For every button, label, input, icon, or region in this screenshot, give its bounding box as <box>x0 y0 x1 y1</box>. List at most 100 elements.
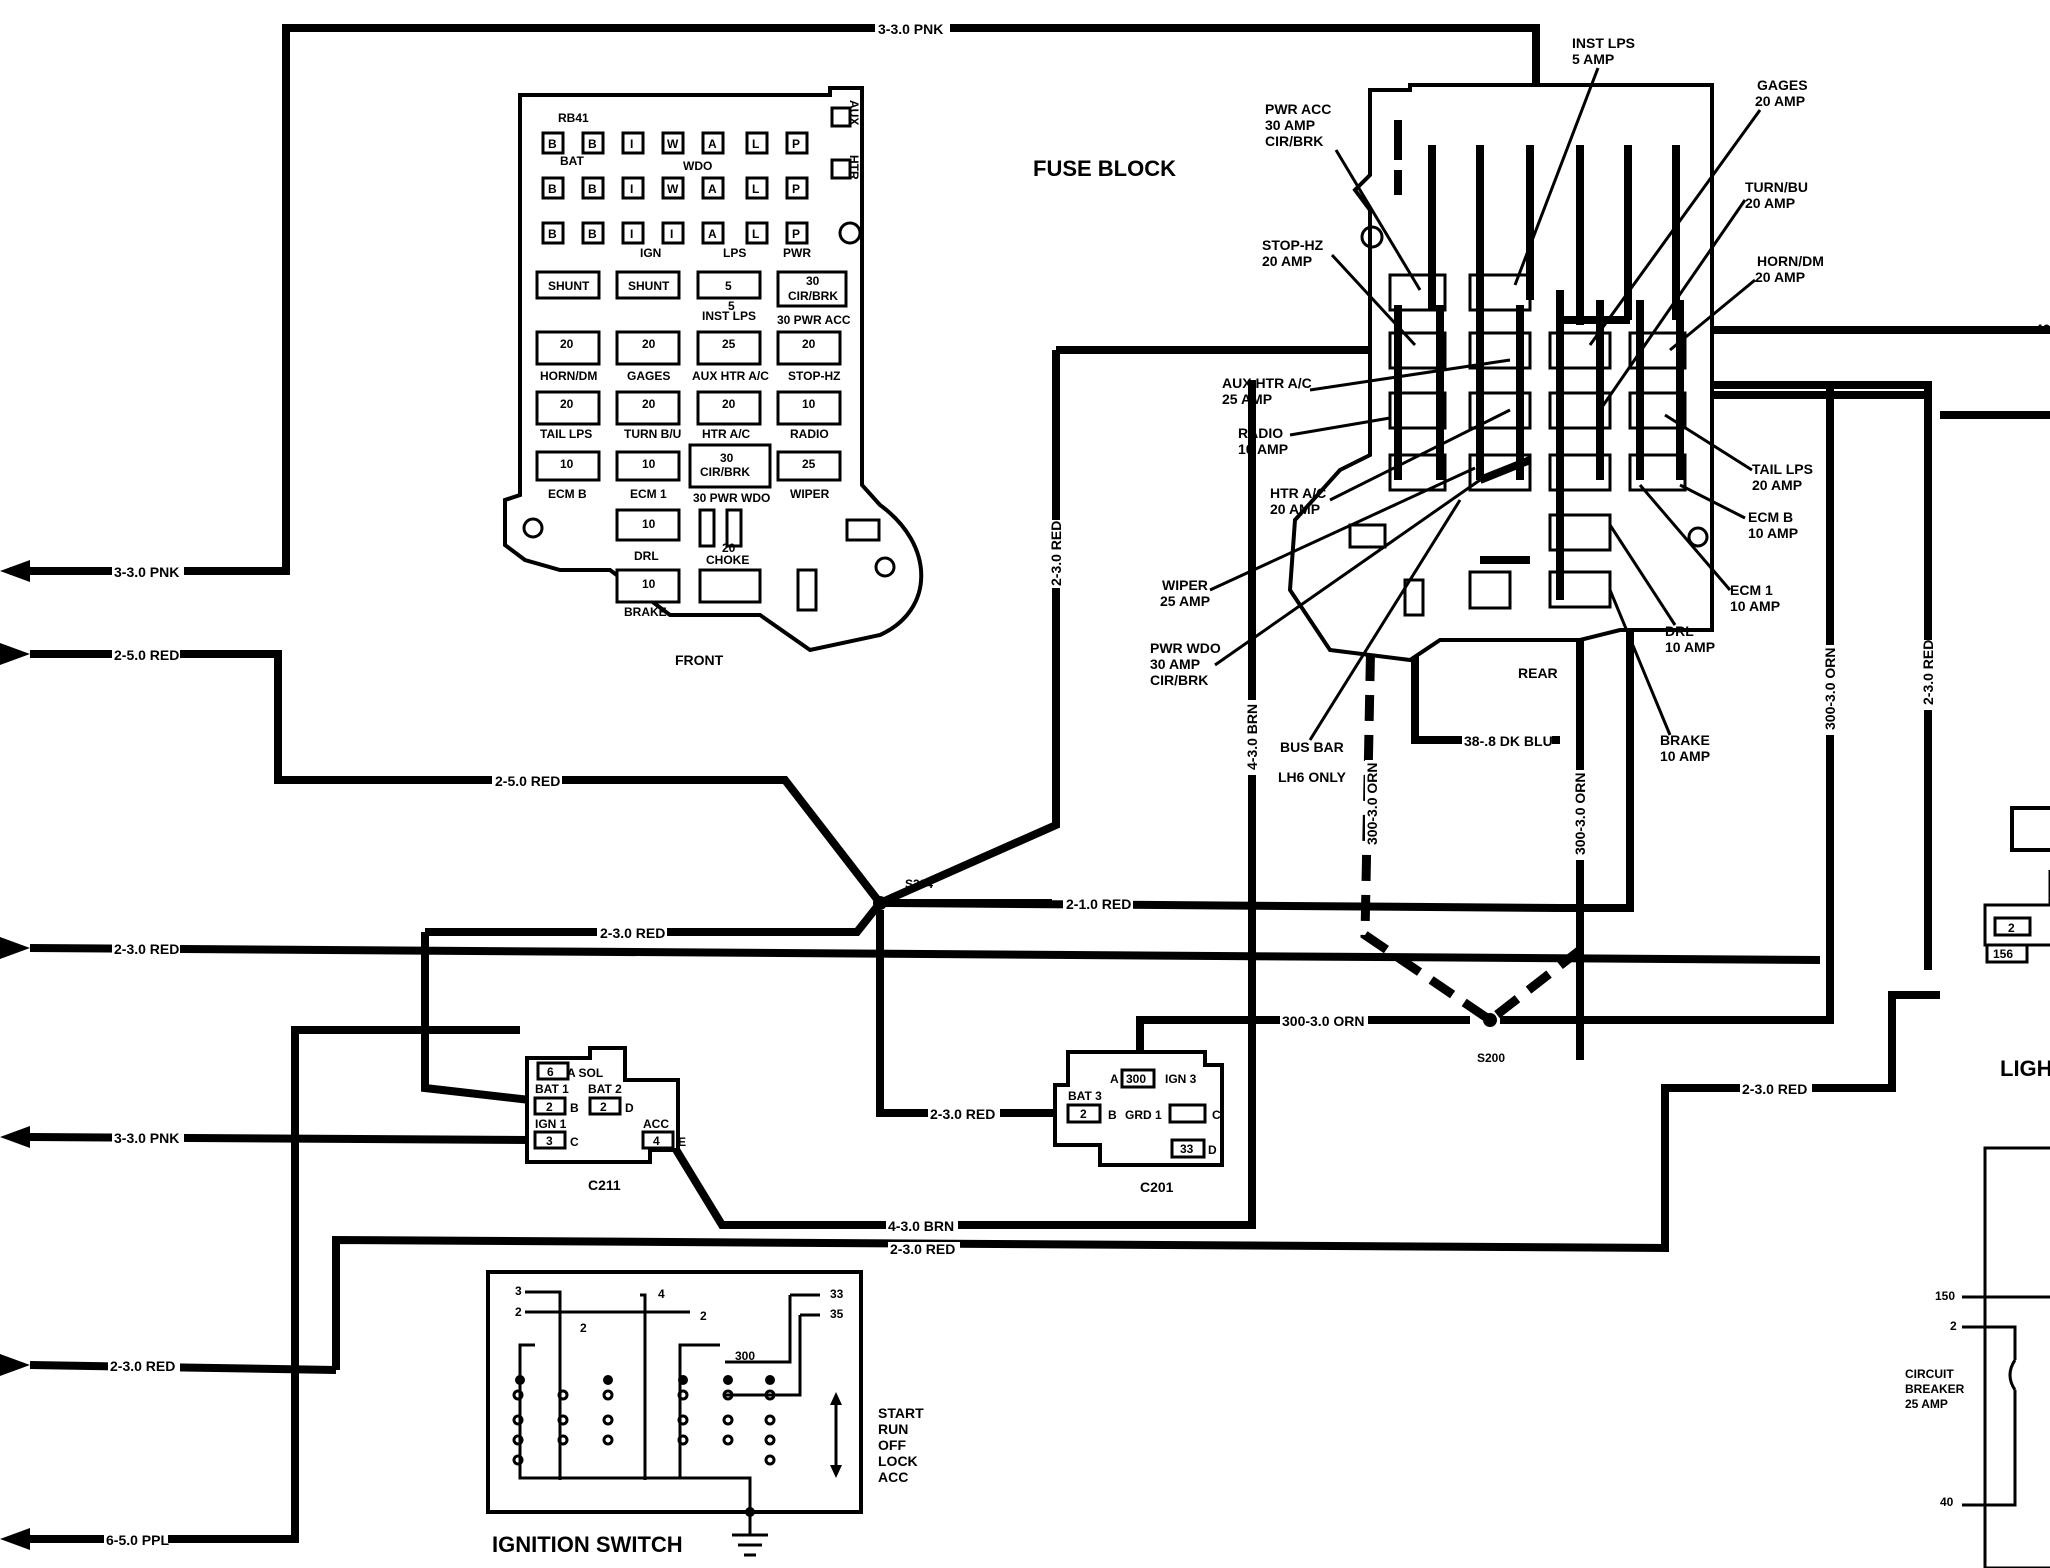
svg-text:HORN/DM: HORN/DM <box>540 369 597 383</box>
svg-text:2: 2 <box>1080 1107 1087 1121</box>
svg-text:25 AMP: 25 AMP <box>1905 1397 1948 1411</box>
svg-text:20: 20 <box>560 337 574 351</box>
svg-text:300-3.0 ORN: 300-3.0 ORN <box>1364 763 1380 845</box>
wire-right-red-vert <box>1650 381 1932 970</box>
front-wdo: WDO <box>683 159 712 173</box>
wire-red-long <box>29 944 1821 964</box>
svg-text:30 AMP: 30 AMP <box>1265 117 1315 133</box>
svg-text:4: 4 <box>658 1287 665 1301</box>
svg-text:BRAKE: BRAKE <box>624 605 667 619</box>
svg-text:GAGES: GAGES <box>627 369 670 383</box>
svg-text:D: D <box>625 1101 634 1115</box>
svg-text:TURN B/U: TURN B/U <box>624 427 681 441</box>
wire-pnk-c211 <box>29 1133 531 1144</box>
svg-text:40: 40 <box>2035 321 2050 337</box>
svg-text:AUX HTR A/C: AUX HTR A/C <box>692 369 769 383</box>
svg-text:RADIO: RADIO <box>1238 425 1283 441</box>
svg-text:LOCK: LOCK <box>878 1453 918 1469</box>
arrow-right-red2 <box>0 937 30 959</box>
s204-label: S204 <box>905 877 933 891</box>
s200-label: S200 <box>1477 1051 1505 1065</box>
svg-text:6-5.0 PPL: 6-5.0 PPL <box>106 1532 169 1548</box>
svg-text:HTR A/C: HTR A/C <box>1270 485 1326 501</box>
svg-text:W: W <box>667 137 679 151</box>
rear-fuse-labels: INST LPS 5 AMP GAGES 20 AMP PWR ACC 30 A… <box>1150 35 1824 785</box>
wire-orn-dash <box>1360 574 1583 1026</box>
svg-text:5: 5 <box>725 279 732 293</box>
svg-text:10 AMP: 10 AMP <box>1665 639 1715 655</box>
svg-text:10: 10 <box>642 457 656 471</box>
svg-text:DRL: DRL <box>1665 623 1694 639</box>
svg-text:RUN: RUN <box>878 1421 908 1437</box>
svg-text:BRAKE: BRAKE <box>1660 732 1710 748</box>
svg-text:B: B <box>588 182 597 196</box>
svg-text:B: B <box>548 227 557 241</box>
label-front: FRONT <box>675 652 724 668</box>
svg-text:10 AMP: 10 AMP <box>1238 441 1288 457</box>
svg-text:A SOL: A SOL <box>567 1066 603 1080</box>
svg-text:2-1.0 RED: 2-1.0 RED <box>1066 896 1131 912</box>
svg-text:20: 20 <box>560 397 574 411</box>
arrow-right-red1 <box>0 643 30 665</box>
svg-text:20: 20 <box>642 397 656 411</box>
svg-text:B: B <box>548 182 557 196</box>
wire-labels: 3-3.0 PNK 3-3.0 PNK 2-5.0 RED 2-5.0 RED … <box>104 21 2050 1548</box>
svg-text:6: 6 <box>547 1065 554 1079</box>
svg-text:L: L <box>752 137 759 151</box>
wire-red-c211-down <box>421 932 531 1104</box>
svg-text:STOP-HZ: STOP-HZ <box>788 369 840 383</box>
svg-text:300-3.0 ORN: 300-3.0 ORN <box>1282 1013 1364 1029</box>
svg-text:20: 20 <box>802 337 816 351</box>
svg-text:L: L <box>752 227 759 241</box>
front-bat: BAT <box>560 154 584 168</box>
svg-text:20 AMP: 20 AMP <box>1262 253 1312 269</box>
svg-text:3-3.0 PNK: 3-3.0 PNK <box>114 564 179 580</box>
svg-text:10: 10 <box>642 577 656 591</box>
svg-text:CIR/BRK: CIR/BRK <box>700 465 750 479</box>
arrow-left-pnk <box>0 560 30 582</box>
svg-text:30 PWR WDO: 30 PWR WDO <box>693 491 770 505</box>
wire-red-1-0 <box>889 899 1561 912</box>
svg-text:STOP-HZ: STOP-HZ <box>1262 237 1324 253</box>
connector-c211: 6 A SOL BAT 1 BAT 2 2 B 2 D IGN 1 3 C AC… <box>525 1046 686 1164</box>
arrow-left-ppl <box>0 1528 30 1550</box>
svg-text:2: 2 <box>700 1309 707 1323</box>
svg-text:10 AMP: 10 AMP <box>1748 525 1798 541</box>
svg-text:W: W <box>667 182 679 196</box>
svg-text:10 AMP: 10 AMP <box>1730 598 1780 614</box>
svg-text:20: 20 <box>642 337 656 351</box>
svg-text:RADIO: RADIO <box>790 427 829 441</box>
svg-text:30 AMP: 30 AMP <box>1150 656 1200 672</box>
svg-text:LIGH: LIGH <box>2000 1056 2050 1081</box>
label-c201: C201 <box>1140 1179 1174 1195</box>
svg-text:P: P <box>792 182 800 196</box>
svg-text:25 AMP: 25 AMP <box>1160 593 1210 609</box>
svg-text:B: B <box>570 1101 579 1115</box>
svg-text:BUS BAR: BUS BAR <box>1280 739 1344 755</box>
svg-text:20 AMP: 20 AMP <box>1745 195 1795 211</box>
svg-text:LH6 ONLY: LH6 ONLY <box>1278 769 1347 785</box>
svg-text:PWR ACC: PWR ACC <box>1265 101 1331 117</box>
svg-text:10 AMP: 10 AMP <box>1660 748 1710 764</box>
svg-text:I: I <box>630 182 633 196</box>
wire-red-mid <box>425 900 884 936</box>
front-lps: LPS <box>723 246 746 260</box>
svg-text:2: 2 <box>546 1100 553 1114</box>
label-c211: C211 <box>588 1177 621 1193</box>
svg-text:2: 2 <box>515 1305 522 1319</box>
svg-text:I: I <box>630 227 633 241</box>
svg-text:20: 20 <box>722 541 736 555</box>
svg-text:INST LPS: INST LPS <box>702 309 756 323</box>
svg-text:2-5.0 RED: 2-5.0 RED <box>495 773 560 789</box>
svg-text:ECM 1: ECM 1 <box>1730 582 1773 598</box>
svg-text:P: P <box>792 137 800 151</box>
svg-text:156: 156 <box>1993 947 2013 961</box>
svg-text:30: 30 <box>806 274 820 288</box>
connector-c201: A 300 IGN 3 BAT 3 2 B GRD 1 C 33 D <box>1053 1050 1224 1167</box>
svg-text:2-3.0 RED: 2-3.0 RED <box>890 1241 955 1257</box>
svg-text:WIPER: WIPER <box>1162 577 1208 593</box>
svg-text:SHUNT: SHUNT <box>548 279 590 293</box>
svg-text:TAIL LPS: TAIL LPS <box>540 427 592 441</box>
svg-text:20 AMP: 20 AMP <box>1270 501 1320 517</box>
arrow-right-red3 <box>0 1354 30 1376</box>
